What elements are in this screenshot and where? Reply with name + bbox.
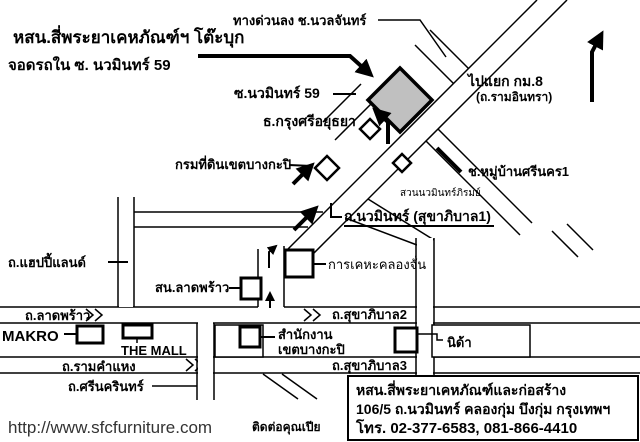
map-labels: หสน.สี่พระยาเคหภัณฑ์ฯ โต๊ะบุก จอดรถใน ซ.…	[2, 13, 569, 394]
website-url: http://www.sfcfurniture.com	[8, 418, 212, 437]
header-pointer-arrow	[198, 54, 374, 78]
land-department-building	[313, 154, 341, 182]
label-the-mall: THE MALL	[121, 343, 187, 358]
label-police-station: สน.ลาดพร้าว	[155, 280, 229, 295]
side-soi-marks	[551, 223, 594, 258]
label-srinakarin: ถ.ศรีนครินทร์	[68, 379, 144, 394]
srinakorn-soi-mark	[435, 146, 463, 174]
road-stub-southeast	[262, 373, 318, 400]
label-ramkhamhaeng: ถ.รามคำแหง	[62, 359, 136, 374]
label-district-office-2: เขตบางกะปิ	[278, 342, 345, 357]
route-arrow-into-soi59	[372, 107, 392, 144]
contact-person: ติดต่อคุณเปีย	[252, 420, 321, 435]
route-arrow-ne-2	[291, 162, 315, 186]
makro-building	[75, 324, 105, 345]
route-arrows	[265, 30, 604, 308]
address-line1: หสน.สี่พระยาเคหภัณฑ์และก่อสร้าง	[356, 380, 566, 398]
road-chevron	[85, 308, 104, 322]
road-vertical-nawamin-south	[415, 238, 435, 400]
district-office-building	[238, 325, 262, 349]
road-happyland	[117, 197, 323, 307]
label-expressway-exit: ทางด่วนลง ช.นวลจันทร์	[233, 13, 366, 28]
label-ladprao-road: ถ.ลาดพร้าว	[25, 308, 90, 323]
police-station-building	[239, 276, 263, 301]
road-nawamin-diagonal	[284, 0, 568, 261]
road-ladprao-sukhaphiban2	[0, 306, 640, 324]
road-chevron	[303, 308, 322, 322]
road-vertical-srinakarin	[196, 322, 215, 400]
address-box	[347, 375, 639, 441]
company-title: หสน.สี่พระยาเคหภัณฑ์ฯ โต๊ะบุก	[13, 25, 244, 48]
label-nawamin-road: ถ.นวมินทร์ (สุขาภิบาล1)	[344, 208, 491, 225]
nida-pointer	[417, 333, 443, 341]
parking-note: จอดรถใน ซ. นวมินทร์ 59	[8, 56, 171, 74]
label-sukhaphiban2: ถ.สุขาภิบาล2	[332, 307, 407, 323]
nawamin-label-bracket	[330, 203, 342, 218]
nida-building	[393, 326, 419, 354]
address-line3: โทร. 02-377-6583, 081-866-4410	[355, 418, 577, 437]
road-funnel-marks	[347, 198, 435, 246]
label-to-km8: ไปแยก กม.8	[466, 72, 543, 89]
route-arrow-bend	[266, 244, 278, 268]
label-soi-nawamin-59: ซ.นวมินทร์ 59	[234, 85, 320, 101]
label-srinakorn-village: ช.หมู่บ้านศรีนคร1	[468, 164, 569, 180]
route-arrow-ne-1	[292, 205, 319, 232]
label-makro: MAKRO	[2, 328, 59, 345]
khlongchan-housing-building	[283, 248, 315, 279]
route-arrow-to-km8	[587, 30, 604, 102]
footer: http://www.sfcfurniture.com ติดต่อคุณเปี…	[8, 375, 639, 441]
label-park: สวนนวมินทร์ภิรมย์	[400, 187, 481, 199]
roadside-building	[391, 152, 413, 174]
label-khlongchan-housing: การเคหะคลองจั่น	[328, 256, 426, 272]
label-nida: นิด้า	[447, 335, 472, 350]
label-happyland-road: ถ.แฮปปี้แลนด์	[8, 252, 86, 270]
road-soi-srinakorn	[424, 127, 533, 236]
label-land-department: กรมที่ดินเขตบางกะปิ	[175, 155, 291, 172]
bank-building	[358, 117, 382, 141]
label-to-km8-road: (ถ.รามอินทรา)	[476, 90, 552, 104]
expressway-pointer	[378, 19, 447, 58]
label-district-office-1: สำนักงาน	[278, 327, 333, 342]
label-sukhaphiban3: ถ.สุขาภิบาล3	[332, 358, 407, 374]
label-bank: ธ.กรุงศรีอยุธยา	[263, 113, 356, 130]
the-mall-building	[121, 323, 154, 340]
nida-block	[431, 324, 531, 358]
address-line2: 106/5 ถ.นวมินทร์ คลองกุ่ม บึงกุ่ม กรุงเท…	[356, 401, 610, 418]
